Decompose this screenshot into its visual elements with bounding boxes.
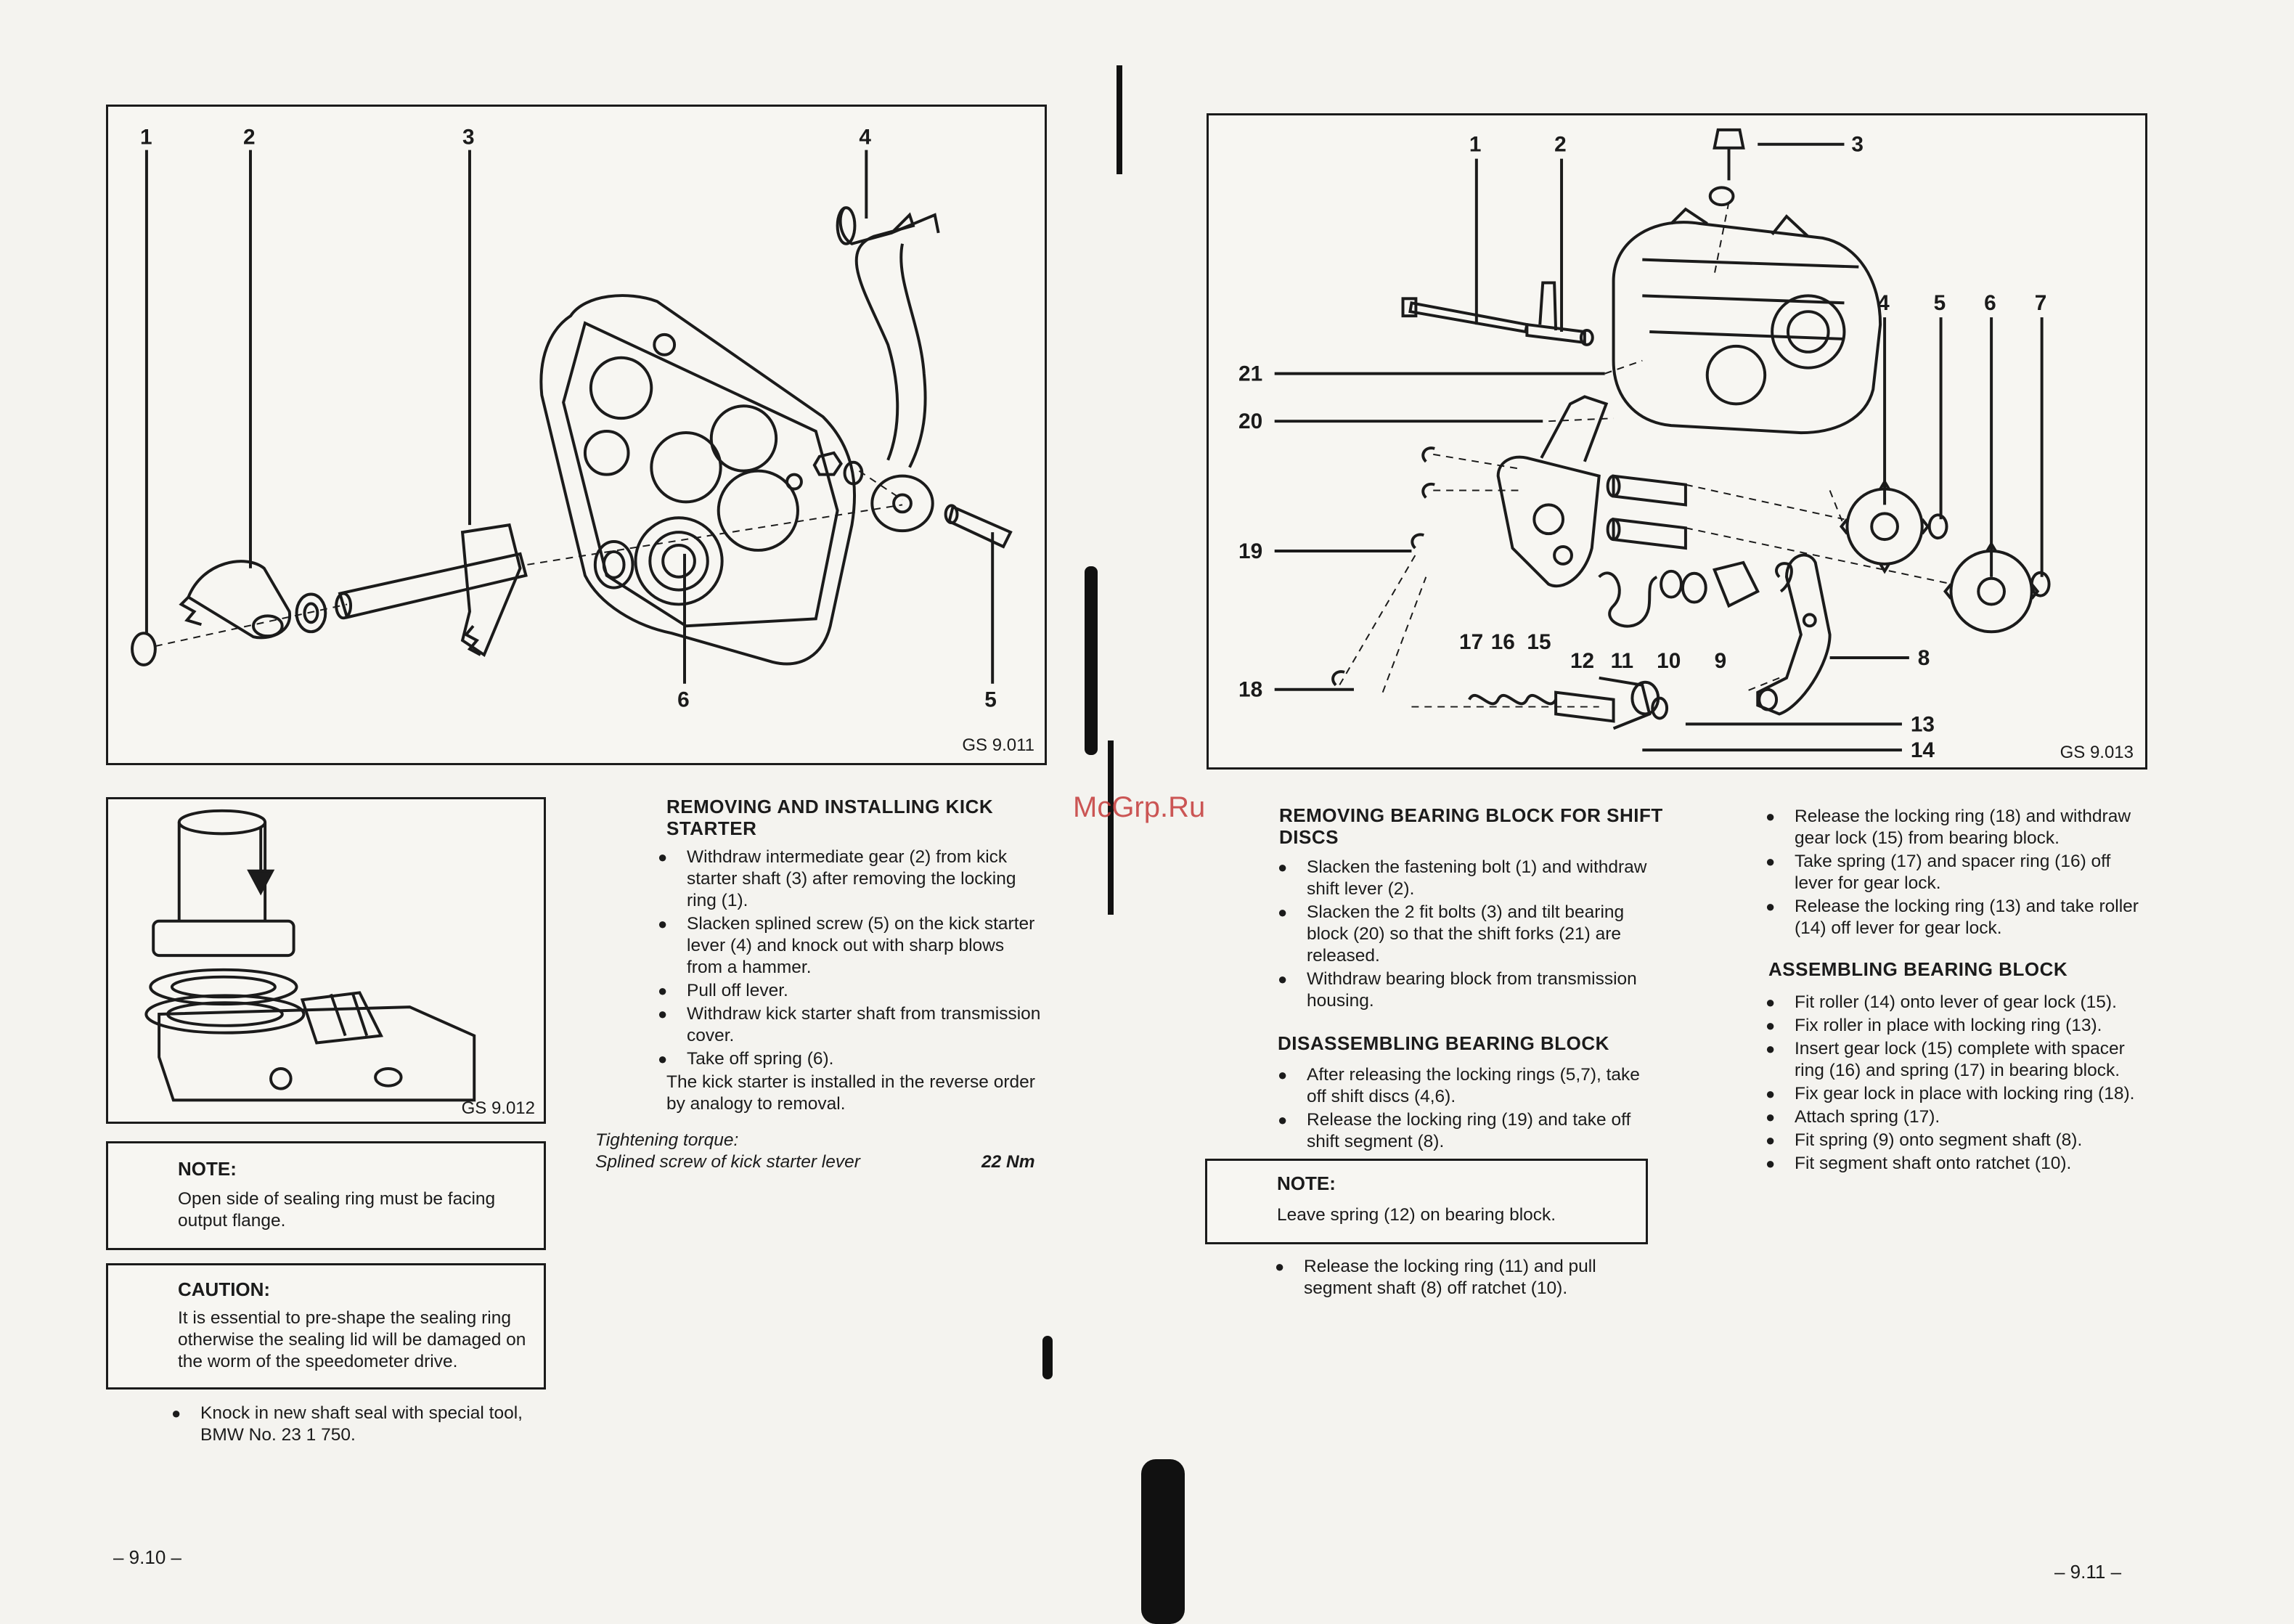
- page-number-left: – 9.10 –: [113, 1546, 181, 1568]
- callout-2: 2: [243, 126, 256, 150]
- caution-title: CAUTION:: [178, 1278, 271, 1300]
- note-title: NOTE:: [1277, 1172, 1336, 1194]
- torque-label: Tightening torque:: [595, 1130, 739, 1150]
- list-item: Fit segment shaft onto ratchet (10).: [1766, 1153, 2150, 1175]
- binding-spine: [1117, 65, 1122, 174]
- binding-spine: [1085, 566, 1098, 755]
- figure-code: GS 9.011: [962, 735, 1034, 755]
- note-box: NOTE: Leave spring (12) on bearing block…: [1205, 1159, 1648, 1244]
- list-item: Withdraw bearing block from transmission…: [1278, 968, 1655, 1012]
- list-item: Release the locking ring (11) and pull s…: [1275, 1256, 1660, 1299]
- callout-4: 4: [859, 126, 871, 150]
- seal-tool-drawing: [144, 809, 476, 1102]
- callout-1: 1: [140, 126, 152, 150]
- watermark: McGrp.Ru: [1073, 791, 1206, 823]
- callout-6: 6: [1984, 291, 1996, 315]
- caution-box: CAUTION: It is essential to pre-shape th…: [106, 1263, 546, 1390]
- list-item: Fit spring (9) onto segment shaft (8).: [1766, 1130, 2150, 1151]
- list-item: Fit roller (14) onto lever of gear lock …: [1766, 992, 2150, 1013]
- figure-kick-starter: 1 2 3 4 5 6 GS 9.011: [106, 105, 1047, 765]
- list-item: After releasing the locking rings (5,7),…: [1278, 1064, 1655, 1108]
- disassembling-steps: After releasing the locking rings (5,7),…: [1278, 1064, 1655, 1154]
- segment-shaft-step: Release the locking ring (11) and pull s…: [1275, 1256, 1660, 1301]
- callout-9: 9: [1715, 649, 1727, 673]
- disassembling-heading: DISASSEMBLING BEARING BLOCK: [1278, 1032, 1609, 1054]
- callout-3: 3: [1851, 133, 1864, 157]
- list-item: Fix gear lock in place with locking ring…: [1766, 1083, 2150, 1105]
- binding-spine: [1042, 1336, 1053, 1379]
- note-text: Open side of sealing ring must be facing…: [178, 1189, 496, 1231]
- list-item: Slacken the fastening bolt (1) and withd…: [1278, 857, 1655, 900]
- callout-4: 4: [1877, 291, 1890, 315]
- callout-19: 19: [1238, 539, 1262, 563]
- torque-item: Splined screw of kick starter lever: [595, 1152, 860, 1172]
- binding-spine: [1141, 1459, 1185, 1624]
- list-item: Slacken splined screw (5) on the kick st…: [658, 913, 1042, 979]
- removing-steps: Slacken the fastening bolt (1) and withd…: [1278, 857, 1655, 1013]
- callout-20: 20: [1238, 409, 1262, 433]
- page-number-right: – 9.11 –: [2054, 1561, 2122, 1583]
- callout-3: 3: [462, 126, 475, 150]
- assembling-heading: ASSEMBLING BEARING BLOCK: [1768, 958, 2068, 980]
- callout-7: 7: [2035, 291, 2047, 315]
- list-item: Fix roller in place with locking ring (1…: [1766, 1015, 2150, 1037]
- callout-5: 5: [984, 688, 997, 712]
- callout-18: 18: [1238, 678, 1262, 702]
- list-item: Attach spring (17).: [1766, 1106, 2150, 1128]
- figure-bearing-block: 1 2 3 4 5 6 7 8 9 10 11 12 13 14 15 16 1…: [1207, 113, 2147, 770]
- callout-21: 21: [1238, 362, 1262, 386]
- figure-code: GS 9.013: [2060, 743, 2134, 762]
- callout-5: 5: [1934, 291, 1946, 315]
- note-title: NOTE:: [178, 1158, 237, 1180]
- list-item: Release the locking ring (19) and take o…: [1278, 1109, 1655, 1153]
- list-item: Release the locking ring (13) and take r…: [1766, 896, 2150, 939]
- callout-6: 6: [677, 688, 690, 712]
- callout-14: 14: [1911, 738, 1935, 762]
- shaft-seal-list: Knock in new shaft seal with special too…: [171, 1403, 549, 1448]
- note-box: NOTE: Open side of sealing ring must be …: [106, 1141, 546, 1250]
- list-item: Knock in new shaft seal with special too…: [171, 1403, 549, 1446]
- callout-15: 15: [1527, 630, 1551, 654]
- list-item: Release the locking ring (18) and withdr…: [1766, 806, 2150, 849]
- bearing-block-drawing: 1 2 3 4 5 6 7 8 9 10 11 12 13 14 15 16 1…: [1238, 128, 2051, 762]
- callout-17: 17: [1459, 630, 1483, 654]
- callout-13: 13: [1911, 712, 1935, 736]
- kick-starter-heading: REMOVING AND INSTALLING KICK STARTER: [666, 796, 994, 839]
- list-item: Withdraw kick starter shaft from transmi…: [658, 1003, 1042, 1047]
- binding-spine: [1108, 740, 1114, 915]
- list-item: Withdraw intermediate gear (2) from kick…: [658, 846, 1042, 912]
- note-text: Leave spring (12) on bearing block.: [1277, 1205, 1556, 1225]
- release-steps: Release the locking ring (18) and withdr…: [1766, 806, 2150, 941]
- caution-text: It is essential to pre-shape the sealing…: [178, 1308, 526, 1371]
- list-item: Insert gear lock (15) complete with spac…: [1766, 1038, 2150, 1082]
- figure-shaft-seal-tool: GS 9.012: [106, 797, 546, 1124]
- figure-code: GS 9.012: [461, 1098, 535, 1118]
- callout-8: 8: [1918, 646, 1930, 670]
- removing-heading: REMOVING BEARING BLOCK FOR SHIFT DISCS: [1279, 804, 1663, 848]
- list-item: Slacken the 2 fit bolts (3) and tilt bea…: [1278, 902, 1655, 967]
- assembling-steps: Fit roller (14) onto lever of gear lock …: [1766, 992, 2150, 1176]
- callout-2: 2: [1554, 133, 1567, 157]
- callout-10: 10: [1657, 649, 1681, 673]
- list-item: Take off spring (6).: [658, 1048, 1042, 1070]
- callout-16: 16: [1491, 630, 1515, 654]
- callout-11: 11: [1611, 649, 1634, 673]
- list-item: Pull off lever.: [658, 980, 1042, 1002]
- kick-starter-drawing: 1 2 3 4 5 6: [131, 126, 1013, 712]
- reinstall-note: The kick starter is installed in the rev…: [666, 1072, 1035, 1114]
- list-item: Take spring (17) and spacer ring (16) of…: [1766, 851, 2150, 894]
- callout-1: 1: [1469, 133, 1482, 157]
- callout-12: 12: [1570, 649, 1594, 673]
- kick-starter-steps: Withdraw intermediate gear (2) from kick…: [658, 846, 1042, 1072]
- torque-value: 22 Nm: [981, 1152, 1035, 1172]
